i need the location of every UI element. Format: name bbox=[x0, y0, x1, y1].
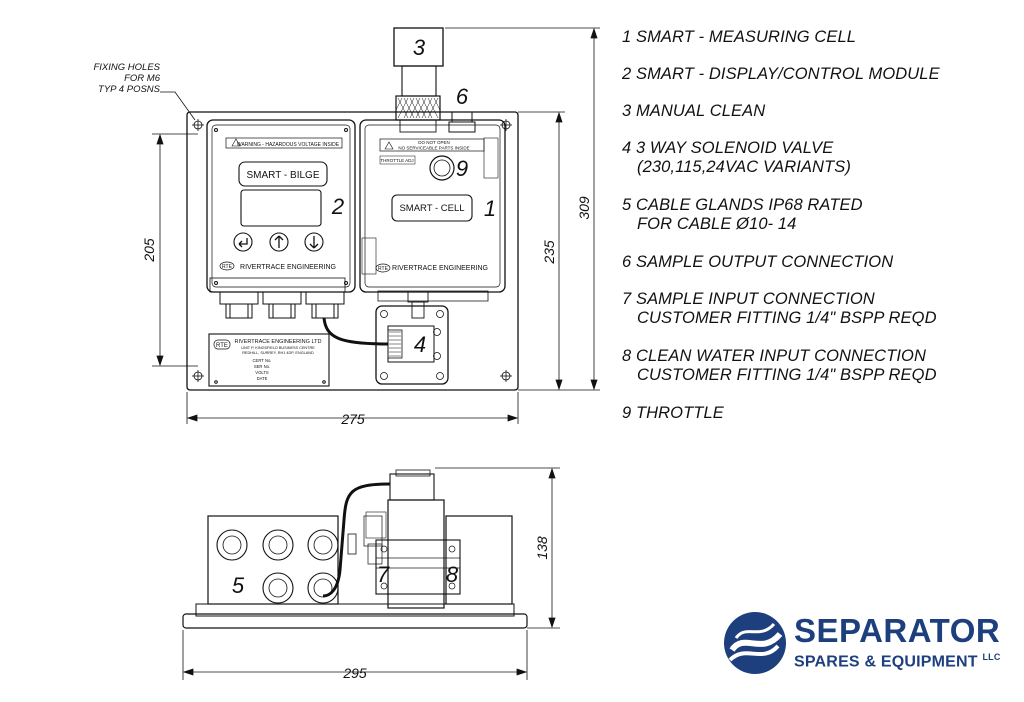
sample-output-fitting bbox=[448, 111, 476, 133]
legend-item-7-line2: CUSTOMER FITTING 1/4" BSPP REQD bbox=[637, 309, 937, 327]
legend-item-5-line2: FOR CABLE Ø10- 14 bbox=[637, 215, 797, 233]
back-plate bbox=[186, 111, 519, 391]
dim-275-label: 275 bbox=[340, 411, 365, 427]
nameplate-date: DATE bbox=[257, 376, 268, 381]
legend-item-5-text: 5 CABLE GLANDS IP68 RATED bbox=[622, 196, 863, 214]
legend-item-8-text: 8 CLEAN WATER INPUT CONNECTION bbox=[622, 347, 927, 365]
manual-clean bbox=[393, 27, 444, 133]
fixing-note-line3: TYP 4 POSNS bbox=[98, 84, 161, 95]
valve-cable-side bbox=[322, 482, 391, 598]
fixing-note-line1: FIXING HOLES bbox=[93, 62, 160, 73]
legend-item-9-text: 9 THROTTLE bbox=[622, 404, 724, 422]
cell-throttle-label: THROTTLE ADJ bbox=[380, 158, 413, 163]
logo-suffix: LLC bbox=[982, 652, 1001, 662]
callout-6: 6 bbox=[456, 84, 469, 109]
side-view bbox=[182, 469, 528, 629]
cell-maker: RIVERTRACE ENGINEERING bbox=[392, 265, 488, 272]
dim-205-label: 205 bbox=[141, 238, 157, 263]
legend-item-4-text: 4 3 WAY SOLENOID VALVE bbox=[622, 139, 834, 157]
callout-5: 5 bbox=[232, 573, 245, 598]
logo-name: SEPARATOR bbox=[794, 612, 1001, 649]
legend-item-3-text: 3 MANUAL CLEAN bbox=[622, 102, 766, 120]
legend-item-6-text: 6 SAMPLE OUTPUT CONNECTION bbox=[622, 253, 894, 271]
legend-item-6: 6 SAMPLE OUTPUT CONNECTION bbox=[622, 253, 893, 272]
nameplate-addr1: UNIT P, KINGSFIELD BUSINESS CENTRE bbox=[241, 346, 315, 350]
legend-item-7-text: 7 SAMPLE INPUT CONNECTION bbox=[622, 290, 875, 308]
callout-4: 4 bbox=[414, 332, 426, 357]
cell-warning-line1: DO NOT OPEN bbox=[418, 140, 449, 145]
dim-235-label: 235 bbox=[541, 240, 557, 265]
cell-name: SMART - CELL bbox=[399, 203, 464, 214]
fixing-note-leader bbox=[160, 91, 196, 121]
fixing-holes bbox=[192, 119, 512, 382]
nameplate-cert: CERT No. bbox=[253, 358, 272, 363]
company-logo: SEPARATOR SPARES & EQUIPMENT LLC bbox=[722, 606, 1012, 686]
legend-item-2: 2 SMART - DISPLAY/CONTROL MODULE bbox=[622, 65, 940, 84]
display-module bbox=[206, 119, 356, 293]
dim-275 bbox=[186, 392, 519, 424]
nameplate-badge: RTE bbox=[216, 343, 228, 349]
callout-9: 9 bbox=[456, 156, 468, 181]
solenoid-valve bbox=[375, 305, 449, 385]
dim-295-label: 295 bbox=[342, 665, 367, 681]
legend-item-2-text: 2 SMART - DISPLAY/CONTROL MODULE bbox=[622, 65, 940, 83]
dim-138-label: 138 bbox=[534, 536, 550, 560]
cable-glands-front bbox=[209, 277, 346, 319]
nameplate bbox=[208, 333, 330, 387]
legend-item-4-line2: (230,115,24VAC VARIANTS) bbox=[637, 158, 851, 176]
nameplate-addr2: REDHILL, SURREY, RH1 4DP, ENGLAND bbox=[242, 351, 314, 355]
display-maker: RIVERTRACE ENGINEERING bbox=[240, 264, 336, 271]
legend-item-9: 9 THROTTLE bbox=[622, 404, 724, 423]
logo-subtitle-wrap: SPARES & EQUIPMENT LLC bbox=[794, 652, 1001, 671]
nameplate-volts: VOLTS bbox=[255, 370, 269, 375]
valve-cable-front bbox=[322, 317, 389, 346]
dim-309 bbox=[445, 27, 600, 391]
dim-309-label: 309 bbox=[576, 196, 592, 220]
display-badge: RTE bbox=[222, 264, 233, 270]
dim-205 bbox=[152, 133, 198, 367]
fixing-note-line2: FOR M6 bbox=[124, 73, 161, 84]
logo-subtitle: SPARES & EQUIPMENT bbox=[794, 653, 978, 671]
legend-item-1-text: 1 SMART - MEASURING CELL bbox=[622, 28, 857, 46]
dim-235 bbox=[518, 111, 600, 391]
callout-2: 2 bbox=[331, 194, 344, 219]
callout-3: 3 bbox=[413, 35, 426, 60]
cell-badge: RTE bbox=[378, 266, 389, 272]
display-warning: WARNING - HAZARDOUS VOLTAGE INSIDE bbox=[237, 142, 340, 148]
legend-item-8-line2: CUSTOMER FITTING 1/4" BSPP REQD bbox=[637, 366, 937, 384]
cell-valve-connector bbox=[407, 291, 429, 319]
callout-1: 1 bbox=[484, 196, 496, 221]
dim-138 bbox=[435, 467, 560, 629]
dim-295 bbox=[182, 630, 528, 680]
callout-8: 8 bbox=[446, 562, 459, 587]
display-name: SMART - BILGE bbox=[247, 170, 320, 181]
legend-item-3: 3 MANUAL CLEAN bbox=[622, 102, 765, 121]
callout-7: 7 bbox=[377, 562, 390, 587]
legend-item-4: 4 3 WAY SOLENOID VALVE(230,115,24VAC VAR… bbox=[622, 139, 851, 177]
legend-item-1: 1 SMART - MEASURING CELL bbox=[622, 28, 856, 47]
logo-mark bbox=[724, 612, 786, 674]
cell-warning-line2: NO SERVICEABLE PARTS INSIDE bbox=[398, 146, 469, 151]
nameplate-ser: SER No. bbox=[254, 364, 270, 369]
nameplate-company: RIVERTRACE ENGINEERING LTD bbox=[235, 339, 322, 345]
